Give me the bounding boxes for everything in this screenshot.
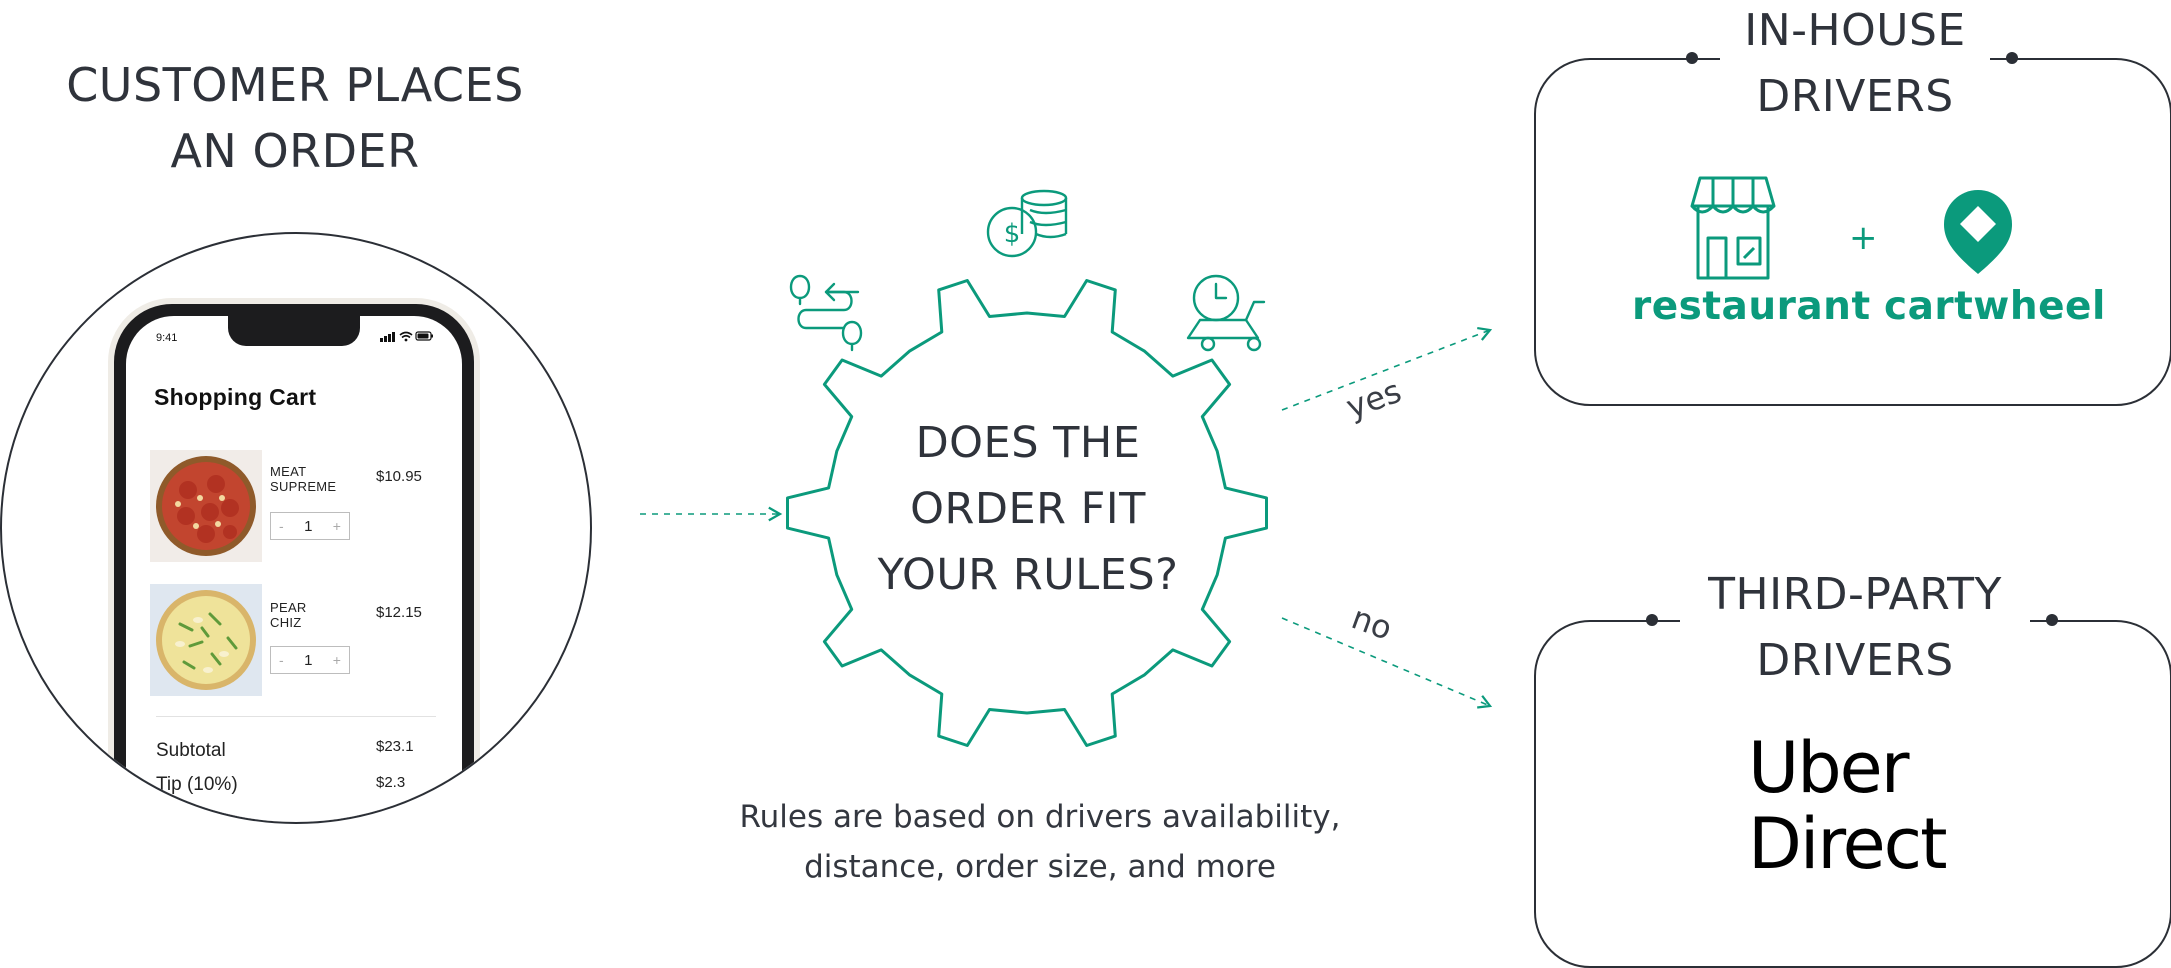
plus-sign: +: [1849, 218, 1878, 258]
phone-notch: [228, 316, 360, 346]
cartwheel-brand-label: cartwheel: [1884, 284, 2106, 329]
quantity-value: 1: [304, 517, 313, 535]
gear-question: DOES THE ORDER FIT YOUR RULES?: [877, 418, 1179, 600]
increase-button[interactable]: +: [332, 518, 341, 534]
item-name: PEAR CHIZ: [270, 600, 307, 630]
customer-places-order-heading: CUSTOMER PLACES AN ORDER: [66, 58, 524, 178]
rules-note: Rules are based on drivers availability,…: [739, 799, 1341, 885]
cartwheel-logo-icon: [1944, 190, 2012, 274]
uber-direct-logo: Uber Direct: [1748, 727, 1948, 885]
decrease-button[interactable]: -: [279, 518, 284, 534]
delivery-scooter-icon: [1186, 274, 1266, 352]
item-name: MEAT SUPREME: [270, 464, 337, 494]
storefront-icon: [1690, 176, 1776, 280]
arrow-no: [1281, 617, 1493, 709]
pear-chiz-pizza-image: [150, 584, 262, 696]
meat-supreme-pizza-image: [150, 450, 262, 562]
gear-outline: [786, 279, 1268, 747]
status-time: 9:41: [156, 332, 178, 344]
increase-button[interactable]: +: [332, 652, 341, 668]
shopping-cart-title: Shopping Cart: [154, 384, 317, 410]
arrow-yes: [1281, 326, 1493, 411]
decrease-button[interactable]: -: [279, 652, 284, 668]
phone-circle-frame: 9:41 Shopping Cart: [0, 232, 592, 824]
phone-screen: 9:41 Shopping Cart: [126, 316, 462, 822]
tip-label: Tip (10%): [156, 774, 238, 795]
quantity-value: 1: [304, 651, 313, 669]
coins-icon: $: [986, 189, 1068, 258]
item-price: $10.95: [376, 468, 422, 485]
subtotal-label: Subtotal: [156, 740, 226, 761]
summary-divider: [156, 716, 436, 717]
phone-mockup: 9:41 Shopping Cart: [114, 304, 474, 822]
item-price: $12.15: [376, 604, 422, 621]
quantity-stepper[interactable]: - 1 +: [270, 646, 350, 674]
third-party-drivers-heading: THIRD-PARTY DRIVERS: [1680, 562, 2030, 694]
in-house-drivers-heading: IN-HOUSE DRIVERS: [1720, 0, 1990, 130]
restaurant-brand-label: restaurant: [1632, 284, 1871, 329]
subtotal-value: $23.1: [376, 738, 414, 755]
status-bar-icons: [380, 331, 433, 342]
svg-text:$: $: [1004, 219, 1021, 249]
quantity-stepper[interactable]: - 1 +: [270, 512, 350, 540]
route-icon: [789, 274, 863, 352]
tip-value: $2.3: [376, 774, 406, 791]
